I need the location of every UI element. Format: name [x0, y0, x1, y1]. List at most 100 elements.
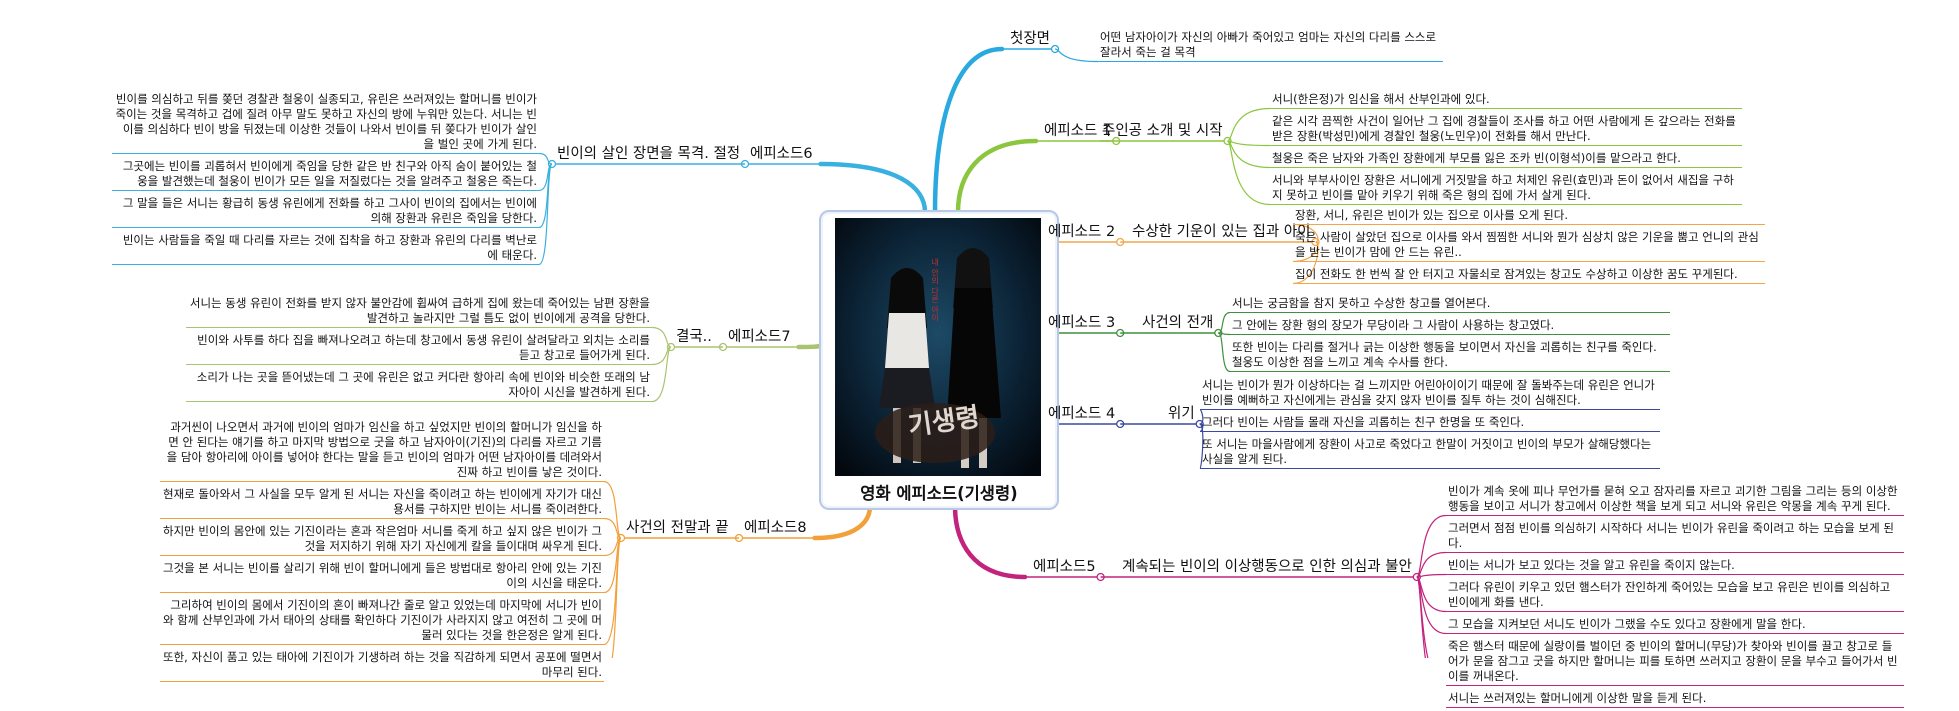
detail-item[interactable]: 집이 전화도 한 번씩 잘 안 터지고 자물쇠로 잠겨있는 창고도 수상하고 이…: [1293, 265, 1765, 284]
detail-item[interactable]: 서니는 동생 유린이 전화를 받지 않자 불안감에 휩싸여 급하게 집에 왔는데…: [186, 294, 652, 328]
detail-connector: [538, 163, 553, 229]
episode-1-label[interactable]: 에피소드 1: [1044, 123, 1112, 139]
detail-connector: [603, 517, 622, 539]
episode-4-subtopic[interactable]: 위기: [1168, 406, 1195, 422]
detail-item[interactable]: 서니와 부부사이인 장환은 서니에게 거짓말을 하고 처제인 유린(효민)과 돈…: [1270, 171, 1742, 205]
central-topic[interactable]: 내 안의 다른 아이 기생령 영화 에피소드(기생령): [819, 210, 1059, 510]
branch-node: [1116, 328, 1125, 338]
detail-item[interactable]: 또한 빈이는 다리를 절거나 긁는 이상한 행동을 보이면서 자신을 괴롭히는 …: [1230, 338, 1670, 372]
detail-connector: [1227, 140, 1271, 147]
detail-item[interactable]: 그러다 빈이는 사람들 몰래 자신을 괴롭히는 친구 한명을 또 죽인다.: [1200, 413, 1660, 432]
detail-connector: [611, 537, 622, 658]
episode-6-label[interactable]: 에피소드6: [750, 146, 813, 162]
branch-node: [734, 533, 744, 543]
branch-node: [1116, 419, 1125, 429]
episode-8-label[interactable]: 에피소드8: [744, 520, 807, 536]
first-scene-label[interactable]: 첫장면: [1010, 31, 1051, 47]
main-branch-line: [812, 503, 873, 541]
detail-item[interactable]: 서니는 궁금함을 참지 못하고 수상한 창고를 열어본다.: [1230, 294, 1670, 313]
detail-item[interactable]: 또 서니는 마을사람에게 장환이 사고로 죽었다고 한말이 거짓이고 빈이의 부…: [1200, 435, 1660, 469]
detail-item[interactable]: 그 말을 들은 서니는 황급히 동생 유린에게 전화를 하고 그사이 빈이의 집…: [112, 194, 539, 228]
detail-item[interactable]: 장환, 서니, 유린은 빈이가 있는 집으로 이사를 오게 된다.: [1293, 206, 1765, 225]
detail-connector: [603, 537, 622, 594]
episode-2-subtopic[interactable]: 수상한 기운이 있는 집과 아이: [1132, 224, 1311, 240]
detail-item[interactable]: 서니는 빈이가 뭔가 이상하다는 걸 느끼지만 어린아이이기 때문에 잘 돌봐주…: [1200, 376, 1660, 410]
detail-item[interactable]: 빈이는 사람들을 죽일 때 다리를 자르는 것에 집착을 하고 장환과 유린의 …: [112, 231, 539, 265]
detail-item[interactable]: 서니는 쓰러져있는 할머니에게 이상한 말을 듣게 된다.: [1446, 689, 1904, 708]
detail-item[interactable]: 그러면서 점점 빈이를 의심하기 시작하다 서니는 빈이가 유린을 죽이려고 하…: [1446, 519, 1904, 553]
detail-connector: [1416, 576, 1426, 658]
detail-connector: [603, 537, 622, 646]
episode-4-details: 서니는 빈이가 뭔가 이상하다는 걸 느끼지만 어린아이이기 때문에 잘 돌봐주…: [1200, 376, 1660, 472]
detail-connector: [1416, 576, 1447, 613]
detail-connector: [1416, 551, 1447, 578]
detail-item[interactable]: 죽은 사람이 살았던 집으로 이사를 와서 찜찜한 서니와 뭔가 심상치 않은 …: [1293, 228, 1765, 262]
main-branch-line: [932, 46, 1005, 215]
episode-5-label[interactable]: 에피소드5: [1033, 559, 1096, 575]
first-scene-details: 어떤 남자아이가 자신의 아빠가 죽어있고 엄마는 자신의 다리를 스스로 잘라…: [1098, 28, 1443, 65]
main-branch-line: [955, 138, 1039, 215]
detail-item[interactable]: 그 모습을 지켜보던 서니도 빈이가 그랬을 수도 있다고 장환에게 말을 한다…: [1446, 615, 1904, 634]
detail-connector: [1416, 576, 1447, 635]
detail-connector: [538, 152, 553, 165]
detail-item[interactable]: 그 안에는 장환 형의 장모가 무당이라 그 사람이 사용하는 창고였다.: [1230, 316, 1670, 335]
detail-connector: [1218, 311, 1231, 334]
sub-branch-node: [547, 159, 557, 169]
detail-item[interactable]: 빈이는 서니가 보고 있다는 것을 알고 유린을 죽이지 않는다.: [1446, 556, 1904, 575]
main-branch-line: [952, 503, 1028, 580]
detail-connector: [1218, 332, 1231, 336]
main-branch-line: [818, 161, 928, 215]
detail-item[interactable]: 철웅은 죽은 남자와 가족인 장환에게 부모를 잃은 조카 빈(이형석)이를 맡…: [1270, 149, 1742, 168]
detail-item[interactable]: 그곳에는 빈이를 괴롭혀서 빈이에게 죽임을 당한 같은 반 친구와 아직 숨이…: [112, 157, 539, 191]
detail-item[interactable]: 그것을 본 서니는 빈이를 살리기 위해 빈이 할머니에게 들은 방법대로 항아…: [160, 559, 604, 593]
detail-item[interactable]: 죽은 햄스터 때문에 실랑이를 벌이던 중 빈이의 할머니(무당)가 찾아와 빈…: [1446, 637, 1904, 686]
detail-item[interactable]: 과거씬이 나오면서 과거에 빈이의 엄마가 임신을 하고 싶었지만 빈이의 할머…: [160, 418, 604, 482]
branch-node: [1116, 237, 1125, 247]
sub-branch-node: [616, 533, 626, 543]
episode-8-subtopic[interactable]: 사건의 전말과 끝: [626, 520, 729, 536]
episode-8-details: 과거씬이 나오면서 과거에 빈이의 엄마가 임신을 하고 싶었지만 빈이의 할머…: [160, 418, 604, 685]
episode-7-label[interactable]: 에피소드7: [728, 329, 791, 345]
episode-7-details: 서니는 동생 유린이 전화를 받지 않자 불안감에 휩싸여 급하게 집에 왔는데…: [186, 294, 652, 405]
detail-connector: [651, 326, 672, 348]
detail-connector: [651, 346, 672, 403]
detail-item[interactable]: 빈이와 사투를 하다 집을 빠져나오려고 하는데 창고에서 동생 유린이 살려달…: [186, 331, 652, 365]
detail-item[interactable]: 하지만 빈이의 몸안에 있는 기진이라는 혼과 작은엄마 서니를 죽게 하고 싶…: [160, 522, 604, 556]
episode-6-subtopic[interactable]: 빈이의 살인 장면을 목격. 절정: [557, 146, 741, 162]
detail-item[interactable]: 소리가 나는 곳을 뜯어냈는데 그 곳에 유린은 없고 커다란 항아리 속에 빈…: [186, 368, 652, 402]
detail-item[interactable]: 같은 시각 끔찍한 사건이 일어난 그 집에 경찰들이 조사를 하고 어떤 사람…: [1270, 112, 1742, 146]
detail-item[interactable]: 그리하여 빈이의 몸에서 기진이의 혼이 빠져나간 줄로 알고 있었는데 마지막…: [160, 596, 604, 645]
detail-connector: [1054, 48, 1099, 63]
detail-item[interactable]: 서니(한은정)가 임신을 해서 산부인과에 있다.: [1270, 90, 1742, 109]
episode-1-subtopic[interactable]: 주인공 소개 및 시작: [1102, 123, 1223, 139]
episode-3-label[interactable]: 에피소드 3: [1048, 315, 1116, 331]
episode-4-label[interactable]: 에피소드 4: [1048, 406, 1116, 422]
sub-branch-node: [1412, 572, 1421, 582]
main-branch-line: [796, 343, 822, 350]
poster-tagline: 내 안의 다른 아이: [930, 258, 939, 323]
detail-connector: [1416, 573, 1447, 578]
episode-7-subtopic[interactable]: 결국..: [676, 329, 712, 345]
detail-item[interactable]: 빈이를 의심하고 뒤를 쫒던 경찰관 철웅이 실종되고, 유린은 쓰러져있는 할…: [112, 90, 539, 154]
detail-item[interactable]: 어떤 남자아이가 자신의 아빠가 죽어있고 엄마는 자신의 다리를 스스로 잘라…: [1098, 28, 1443, 62]
detail-connector: [538, 163, 553, 266]
detail-item[interactable]: 또한, 자신이 품고 있는 태아에 기진이가 기생하려 하는 것을 직감하게 되…: [160, 648, 604, 682]
central-topic-title: 영화 에피소드(기생령): [860, 484, 1018, 503]
branch-node: [1096, 572, 1105, 582]
sub-branch-node: [666, 342, 676, 352]
movie-poster-image: 내 안의 다른 아이 기생령: [835, 218, 1041, 476]
detail-item[interactable]: 현재로 돌아와서 그 사실을 모두 알게 된 서니는 자신을 죽이려고 하는 빈…: [160, 485, 604, 519]
detail-connector: [538, 163, 553, 192]
branch-node: [718, 342, 728, 352]
sub-branch-node: [1214, 328, 1223, 338]
episode-2-label[interactable]: 에피소드 2: [1048, 224, 1116, 240]
detail-connector: [1226, 140, 1271, 206]
episode-6-details: 빈이를 의심하고 뒤를 쫒던 경찰관 철웅이 실종되고, 유린은 쓰러져있는 할…: [112, 90, 539, 268]
detail-connector: [1227, 107, 1271, 142]
episode-3-subtopic[interactable]: 사건의 전개: [1142, 315, 1214, 331]
branch-node: [1050, 44, 1060, 54]
detail-item[interactable]: 빈이가 계속 옷에 피나 무언가를 묻혀 오고 잠자리를 자르고 괴기한 그림을…: [1446, 482, 1904, 516]
detail-connector: [1416, 576, 1429, 658]
detail-item[interactable]: 그러다 유린이 키우고 있던 햄스터가 잔인하게 죽어있는 모습을 보고 유린은…: [1446, 578, 1904, 612]
episode-5-subtopic[interactable]: 계속되는 빈이의 이상행동으로 인한 의심과 불안: [1122, 559, 1412, 575]
